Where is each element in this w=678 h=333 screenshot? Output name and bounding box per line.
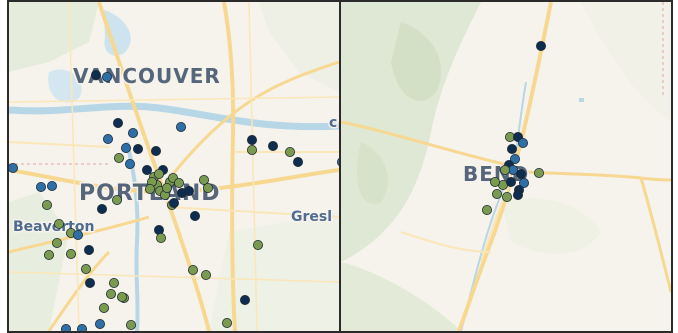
portland-marker-63[interactable] <box>252 239 263 250</box>
portland-marker-23[interactable] <box>77 324 87 331</box>
bend-marker-4[interactable] <box>517 137 528 148</box>
bend-marker-5[interactable] <box>506 143 517 154</box>
bend-marker-14[interactable] <box>489 176 500 187</box>
portland-marker-2[interactable] <box>102 72 113 83</box>
label-gresham: Gresl <box>291 209 332 225</box>
portland-marker-66[interactable] <box>239 294 250 305</box>
portland-marker-62[interactable] <box>292 156 303 167</box>
portland-marker-19[interactable] <box>106 288 117 299</box>
portland-marker-29[interactable] <box>121 142 132 153</box>
portland-marker-31[interactable] <box>150 145 161 156</box>
portland-marker-52[interactable] <box>198 174 209 185</box>
bend-marker-16[interactable] <box>491 188 502 199</box>
bend-marker-20[interactable] <box>481 204 492 215</box>
water-layer <box>460 81 584 331</box>
portland-marker-61[interactable] <box>284 146 295 157</box>
portland-marker-35[interactable] <box>141 164 152 175</box>
portland-marker-10[interactable] <box>73 229 84 240</box>
portland-marker-17[interactable] <box>109 277 120 288</box>
portland-marker-60[interactable] <box>267 140 278 151</box>
portland-marker-27[interactable] <box>128 128 139 139</box>
portland-marker-13[interactable] <box>44 249 55 260</box>
portland-marker-54[interactable] <box>189 210 200 221</box>
portland-marker-24[interactable] <box>61 324 71 331</box>
portland-marker-16[interactable] <box>85 277 96 288</box>
portland-marker-12[interactable] <box>52 237 63 248</box>
portland-marker-28[interactable] <box>103 133 114 144</box>
portland-marker-33[interactable] <box>125 158 136 169</box>
map-panel-bend[interactable]: BEND <box>339 0 673 333</box>
portland-marker-6[interactable] <box>42 199 53 210</box>
bend-marker-6[interactable] <box>509 153 520 164</box>
portland-marker-22[interactable] <box>95 318 106 329</box>
bend-marker-19[interactable] <box>533 167 544 178</box>
portland-marker-51[interactable] <box>183 185 194 196</box>
portland-marker-1[interactable] <box>91 70 102 81</box>
portland-marker-50[interactable] <box>144 183 155 194</box>
portland-map-canvas[interactable]: VANCOUVER PORTLAND Beaverton Gresl c <box>9 2 339 331</box>
portland-marker-59[interactable] <box>246 144 257 155</box>
portland-marker-53[interactable] <box>202 182 213 193</box>
portland-marker-67[interactable] <box>221 317 232 328</box>
portland-marker-57[interactable] <box>155 232 166 243</box>
terrain-layer <box>9 2 339 331</box>
portland-marker-14[interactable] <box>66 248 77 259</box>
portland-marker-68[interactable] <box>337 157 339 166</box>
bend-marker-17[interactable] <box>501 191 512 202</box>
portland-marker-4[interactable] <box>35 181 46 192</box>
portland-marker-8[interactable] <box>54 218 65 229</box>
map-panel-portland[interactable]: VANCOUVER PORTLAND Beaverton Gresl c <box>7 0 341 333</box>
portland-marker-3[interactable] <box>9 163 18 173</box>
portland-marker-11[interactable] <box>84 244 95 255</box>
road-layer <box>9 2 339 331</box>
portland-marker-21[interactable] <box>99 302 110 313</box>
portland-marker-15[interactable] <box>81 263 92 274</box>
bend-marker-10[interactable] <box>515 168 526 179</box>
portland-marker-44[interactable] <box>161 182 172 193</box>
bend-marker-1[interactable] <box>535 41 546 52</box>
portland-marker-55[interactable] <box>112 194 123 205</box>
bend-marker-11[interactable] <box>518 177 529 188</box>
portland-marker-7[interactable] <box>97 203 108 214</box>
portland-marker-58[interactable] <box>246 134 257 145</box>
portland-marker-64[interactable] <box>187 264 198 275</box>
portland-marker-32[interactable] <box>175 122 186 133</box>
portland-marker-48[interactable] <box>153 168 164 179</box>
portland-marker-65[interactable] <box>200 269 211 280</box>
bend-marker-15[interactable] <box>505 176 516 187</box>
marker-layer-bend[interactable] <box>481 41 546 215</box>
portland-marker-25[interactable] <box>126 319 137 330</box>
portland-marker-30[interactable] <box>133 143 144 154</box>
portland-marker-26[interactable] <box>113 118 124 129</box>
bend-marker-9[interactable] <box>499 164 510 175</box>
portland-marker-5[interactable] <box>47 180 58 191</box>
label-partial-c: c <box>329 115 337 131</box>
bend-map-canvas[interactable]: BEND <box>341 2 671 331</box>
marker-layer-portland[interactable] <box>9 70 339 331</box>
portland-marker-46[interactable] <box>168 197 179 208</box>
bend-marker-18[interactable] <box>512 189 523 200</box>
portland-marker-42[interactable] <box>173 177 184 188</box>
portland-marker-34[interactable] <box>114 152 125 163</box>
portland-marker-20[interactable] <box>117 291 128 302</box>
